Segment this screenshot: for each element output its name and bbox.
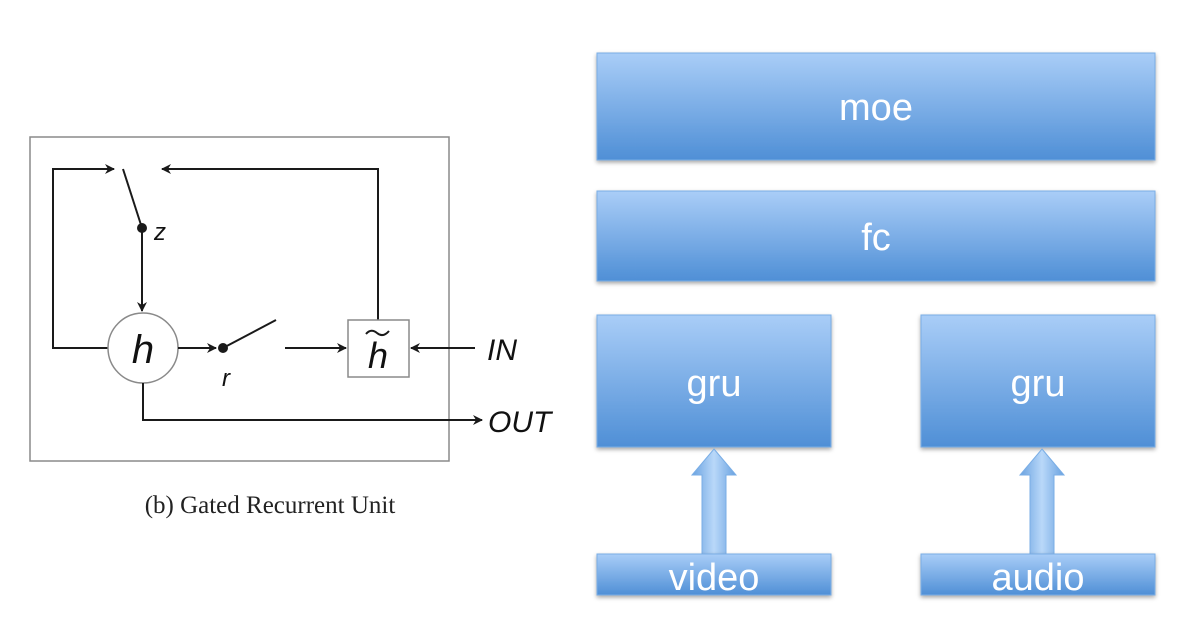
r-label: r	[222, 365, 231, 392]
gru-video-label: gru	[687, 363, 742, 405]
out-label: OUT	[488, 406, 554, 439]
video-up-arrow	[690, 448, 738, 555]
gru-diagram: z h r h IN OUT (b) Gated Recurrent Unit	[29, 136, 554, 519]
out-arrow	[142, 383, 483, 425]
moe-block: moe	[596, 52, 1156, 161]
video-input-block: video	[596, 553, 832, 599]
moe-label: moe	[839, 87, 913, 129]
gru-video-block: gru	[596, 314, 832, 448]
h-tilde-tilde-mark	[365, 329, 390, 337]
h-label: h	[132, 328, 154, 372]
h-tilde-label: h	[368, 335, 388, 376]
audio-up-arrow	[1018, 448, 1066, 555]
gru-audio-label: gru	[1011, 363, 1066, 405]
video-label: video	[669, 557, 760, 599]
z-switch-arm	[122, 168, 143, 229]
gru-caption: (b) Gated Recurrent Unit	[145, 492, 396, 519]
gru-audio-block: gru	[920, 314, 1156, 448]
fc-block: fc	[596, 190, 1156, 282]
in-label: IN	[487, 334, 517, 367]
loop-left-line	[52, 164, 115, 349]
z-label: z	[153, 219, 166, 246]
fc-label: fc	[861, 217, 891, 259]
gru-frame	[29, 136, 450, 462]
audio-label: audio	[992, 557, 1085, 599]
audio-input-block: audio	[920, 553, 1156, 599]
loop-right-line	[161, 164, 379, 320]
h-tilde-box	[347, 319, 410, 378]
r-switch-arm	[222, 319, 277, 349]
architecture-diagram: moe fc gru gru video audio	[596, 52, 1156, 599]
